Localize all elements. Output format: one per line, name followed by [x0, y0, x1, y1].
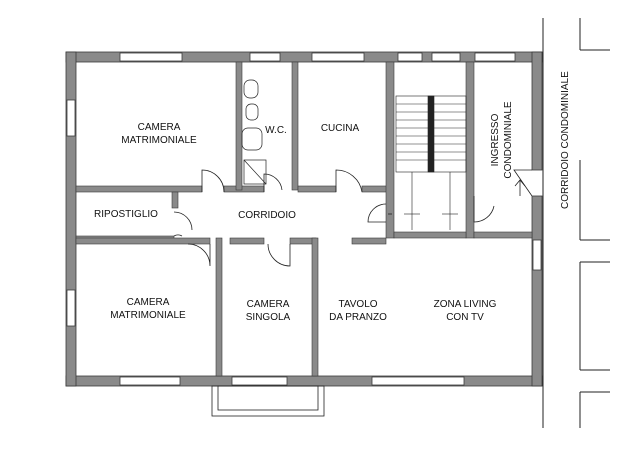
balcony — [211, 385, 325, 417]
room-label-ingresso-condominiale: INGRESSO CONDOMINIALE — [490, 101, 514, 179]
windows — [66, 52, 542, 386]
room-label-zona-living: ZONA LIVING CON TV — [433, 299, 497, 323]
room-label-tavolo-da-pranzo: TAVOLO DA PRANZO — [329, 299, 387, 323]
bathroom-fixtures — [241, 79, 267, 185]
room-label-cucina: CUCINA — [320, 123, 360, 134]
room-label-ripostiglio: RIPOSTIGLIO — [94, 209, 158, 220]
staircase — [395, 95, 467, 230]
entrance-arrow-icon — [514, 179, 526, 196]
room-label-wc: W.C. — [265, 125, 287, 136]
exterior-corridor-lines — [542, 18, 610, 428]
room-label-camera-matrimoniale-top: CAMERA MATRIMONIALE — [121, 122, 197, 146]
room-label-corridoio: CORRIDOIO — [238, 210, 296, 221]
corridor-label-condominiale: CORRIDOIO CONDOMINIALE — [560, 71, 571, 209]
room-label-camera-singola: CAMERA SINGOLA — [245, 299, 291, 323]
interior-walls — [75, 61, 533, 377]
outer-walls — [65, 51, 543, 387]
room-label-camera-matrimoniale-bottom: CAMERA MATRIMONIALE — [110, 297, 186, 321]
door-swings — [173, 169, 533, 267]
